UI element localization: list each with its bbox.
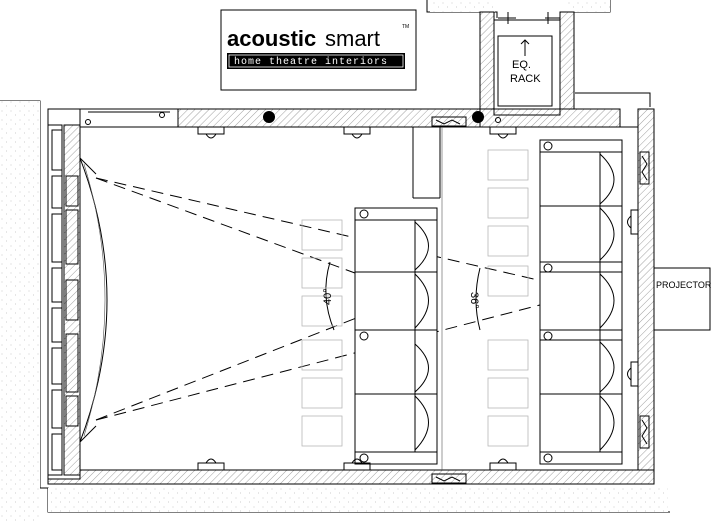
logo-trademark: TM [402, 24, 409, 30]
eq-rack-box [497, 35, 553, 107]
screen-wall-speakers [47, 124, 79, 476]
rear-row-seats [539, 139, 623, 465]
eq-rack-room [479, 11, 575, 123]
speaker-dots [263, 111, 484, 123]
bottom-wall [47, 469, 655, 485]
projection-screen [79, 157, 108, 443]
eq-rack-label-line2: RACK [510, 73, 541, 85]
projector-label: PROJECTOR [656, 280, 712, 290]
logo-tagline: home theatre interiors [234, 56, 388, 68]
front-row-seats [354, 207, 438, 465]
eq-rack-label-line1: EQ. [512, 59, 531, 71]
wall-sconces [197, 126, 639, 471]
logo-word-bold: acoustic [227, 26, 316, 51]
viewing-angle-lines [95, 177, 591, 421]
riser-step [412, 127, 443, 470]
rear-angle-label: 36° [468, 292, 480, 309]
logo-word-light: smart [325, 26, 380, 51]
vents [431, 116, 650, 484]
front-angle-label: 40° [322, 288, 334, 305]
outer-substrate [0, 0, 670, 521]
acousticsmart-logo: acoustic smart TM home theatre interiors [220, 9, 417, 91]
ghost-seating [301, 149, 529, 447]
top-wall [177, 108, 481, 128]
projector-box [653, 267, 711, 331]
